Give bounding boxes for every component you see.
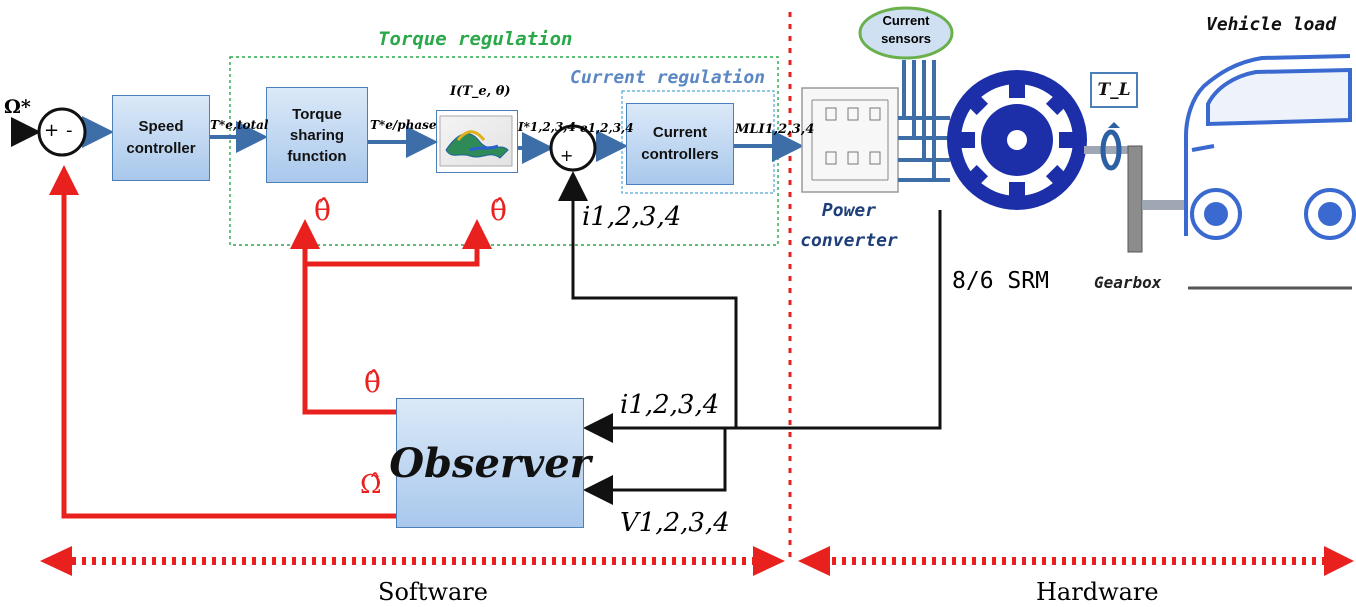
sum1-plus-sign: + [44, 120, 60, 141]
voltage-to-observer-line [583, 428, 727, 505]
sensor-to-observer-line [583, 210, 942, 443]
current-feedback-line [558, 171, 738, 428]
torque-regulation-title: Torque regulation [378, 28, 573, 50]
theta-hat-observer: θ̂ [364, 366, 381, 399]
lookup-title-label: I(T_e, θ) [450, 84, 511, 99]
current-sensors-label: Current sensors [881, 13, 931, 46]
software-left-arrowhead [40, 546, 72, 576]
software-right-arrowhead [753, 546, 785, 576]
gearbox-icon [1084, 122, 1188, 253]
power-converter-circuit [801, 87, 899, 193]
power-converter-label: Power converter [800, 200, 898, 251]
error-label: e1,2,3,4 [580, 121, 634, 135]
speed-controller-block: Speed controller [112, 95, 210, 181]
omega-ref-label: Ω* [4, 96, 31, 118]
v-observer-label: V1,2,3,4 [620, 508, 730, 538]
theta-feedback-line [290, 219, 396, 415]
torque-sharing-block: Torque sharing function [266, 87, 368, 183]
motor-phase-lines [898, 60, 950, 182]
omega-feedback-line [49, 165, 396, 519]
speed-controller-label: Speed controller [126, 118, 196, 157]
gearbox-label: Gearbox [1094, 273, 1162, 292]
omega-hat-observer: Ω̂ [360, 470, 382, 500]
i-observer-label: i1,2,3,4 [620, 390, 720, 420]
torque-sharing-label: Torque sharing function [287, 105, 347, 165]
current-controllers-block: Current controllers [626, 103, 734, 185]
hardware-left-arrowhead [798, 546, 830, 576]
te-phase-label: T*e/phase [370, 118, 437, 132]
summing-junction-speed [37, 107, 87, 157]
current-sensors [858, 6, 954, 60]
sum1-minus-sign: - [66, 120, 73, 141]
srm-motor-icon [947, 70, 1087, 210]
torque-load-box: T_L [1090, 72, 1138, 108]
lookup-table-block [436, 110, 518, 173]
current-regulation-title: Current regulation [570, 67, 766, 88]
summing-junction-current [549, 124, 597, 172]
current-controllers-label: Current controllers [641, 124, 719, 163]
observer-block: Observer [389, 398, 591, 528]
software-label: Software [378, 578, 488, 606]
i-feedback-label: i1,2,3,4 [582, 202, 682, 232]
observer-label: Observer [389, 439, 591, 487]
theta-hat-torque-sharing: θ̂ [314, 194, 331, 227]
theta-branch-line [305, 219, 492, 267]
torque-load-label: T_L [1097, 80, 1131, 100]
hardware-right-arrowhead [1324, 546, 1354, 576]
sum2-plus-sign: + [560, 146, 574, 165]
motor-label: 8/6 SRM [952, 268, 1049, 294]
te-total-label: T*e,total [210, 118, 269, 132]
i-ref-label: I*1,2,3,4 [518, 120, 576, 134]
theta-hat-lookup: θ̂ [490, 194, 507, 227]
lookup-table-surface [439, 115, 513, 167]
vehicle-load-title: Vehicle load [1206, 14, 1337, 35]
mli-label: MLI1,2,3,4 [735, 122, 815, 137]
hardware-label: Hardware [1036, 578, 1159, 606]
vehicle-icon [1184, 54, 1356, 290]
